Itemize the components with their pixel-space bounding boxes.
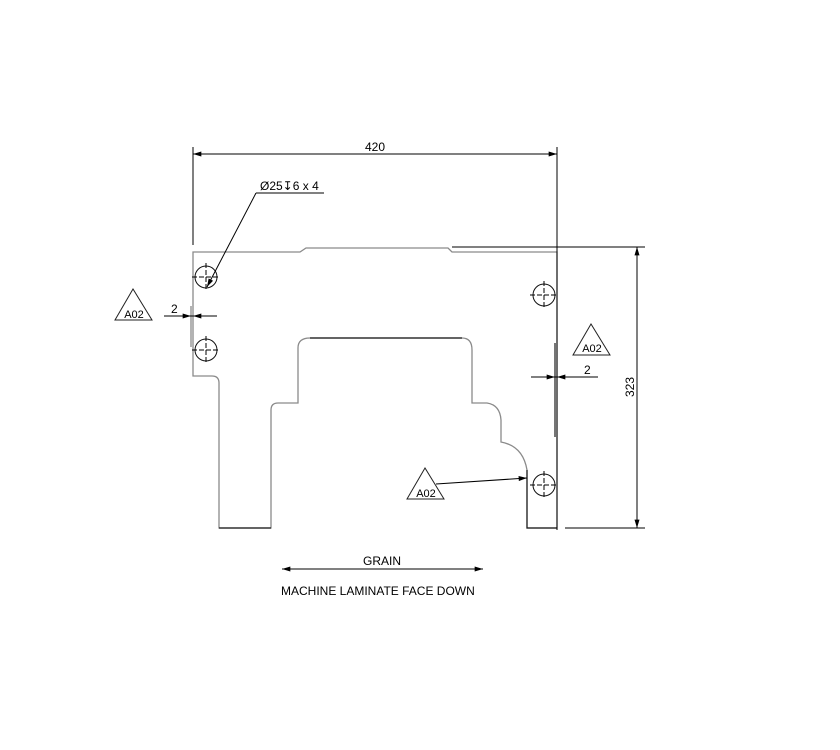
datum-tag-left-label: A02	[124, 309, 144, 321]
right-offset-label: 2	[584, 363, 591, 377]
width-dim-label: 420	[365, 140, 385, 154]
hole-top-right	[530, 281, 558, 309]
datum-tag-right-label: A02	[582, 343, 602, 355]
datum-tag-bottom: A02	[406, 467, 528, 500]
grain-indicator: GRAIN	[282, 554, 483, 572]
datum-tag-right: A02	[572, 323, 611, 356]
hole-callout-label: Ø25↧6 x 4	[260, 179, 319, 193]
part-outline	[190, 247, 558, 529]
hole-top-left	[192, 263, 220, 291]
grain-label: GRAIN	[363, 554, 401, 568]
left-offset-label: 2	[171, 302, 178, 316]
left-offset-dimension: 2	[164, 302, 217, 319]
datum-tag-left: A02	[114, 288, 153, 321]
hole-callout: Ø25↧6 x 4	[206, 179, 324, 288]
height-dim-label: 323	[623, 377, 637, 397]
right-offset-dimension: 2	[531, 363, 598, 380]
holes	[192, 263, 558, 499]
hole-bottom-right	[530, 471, 558, 499]
datum-tag-bottom-label: A02	[416, 488, 436, 500]
height-dimension: 323	[452, 246, 645, 529]
width-dimension: 420	[192, 140, 558, 530]
machining-note: MACHINE LAMINATE FACE DOWN	[281, 584, 475, 598]
hole-bottom-left	[192, 336, 220, 364]
